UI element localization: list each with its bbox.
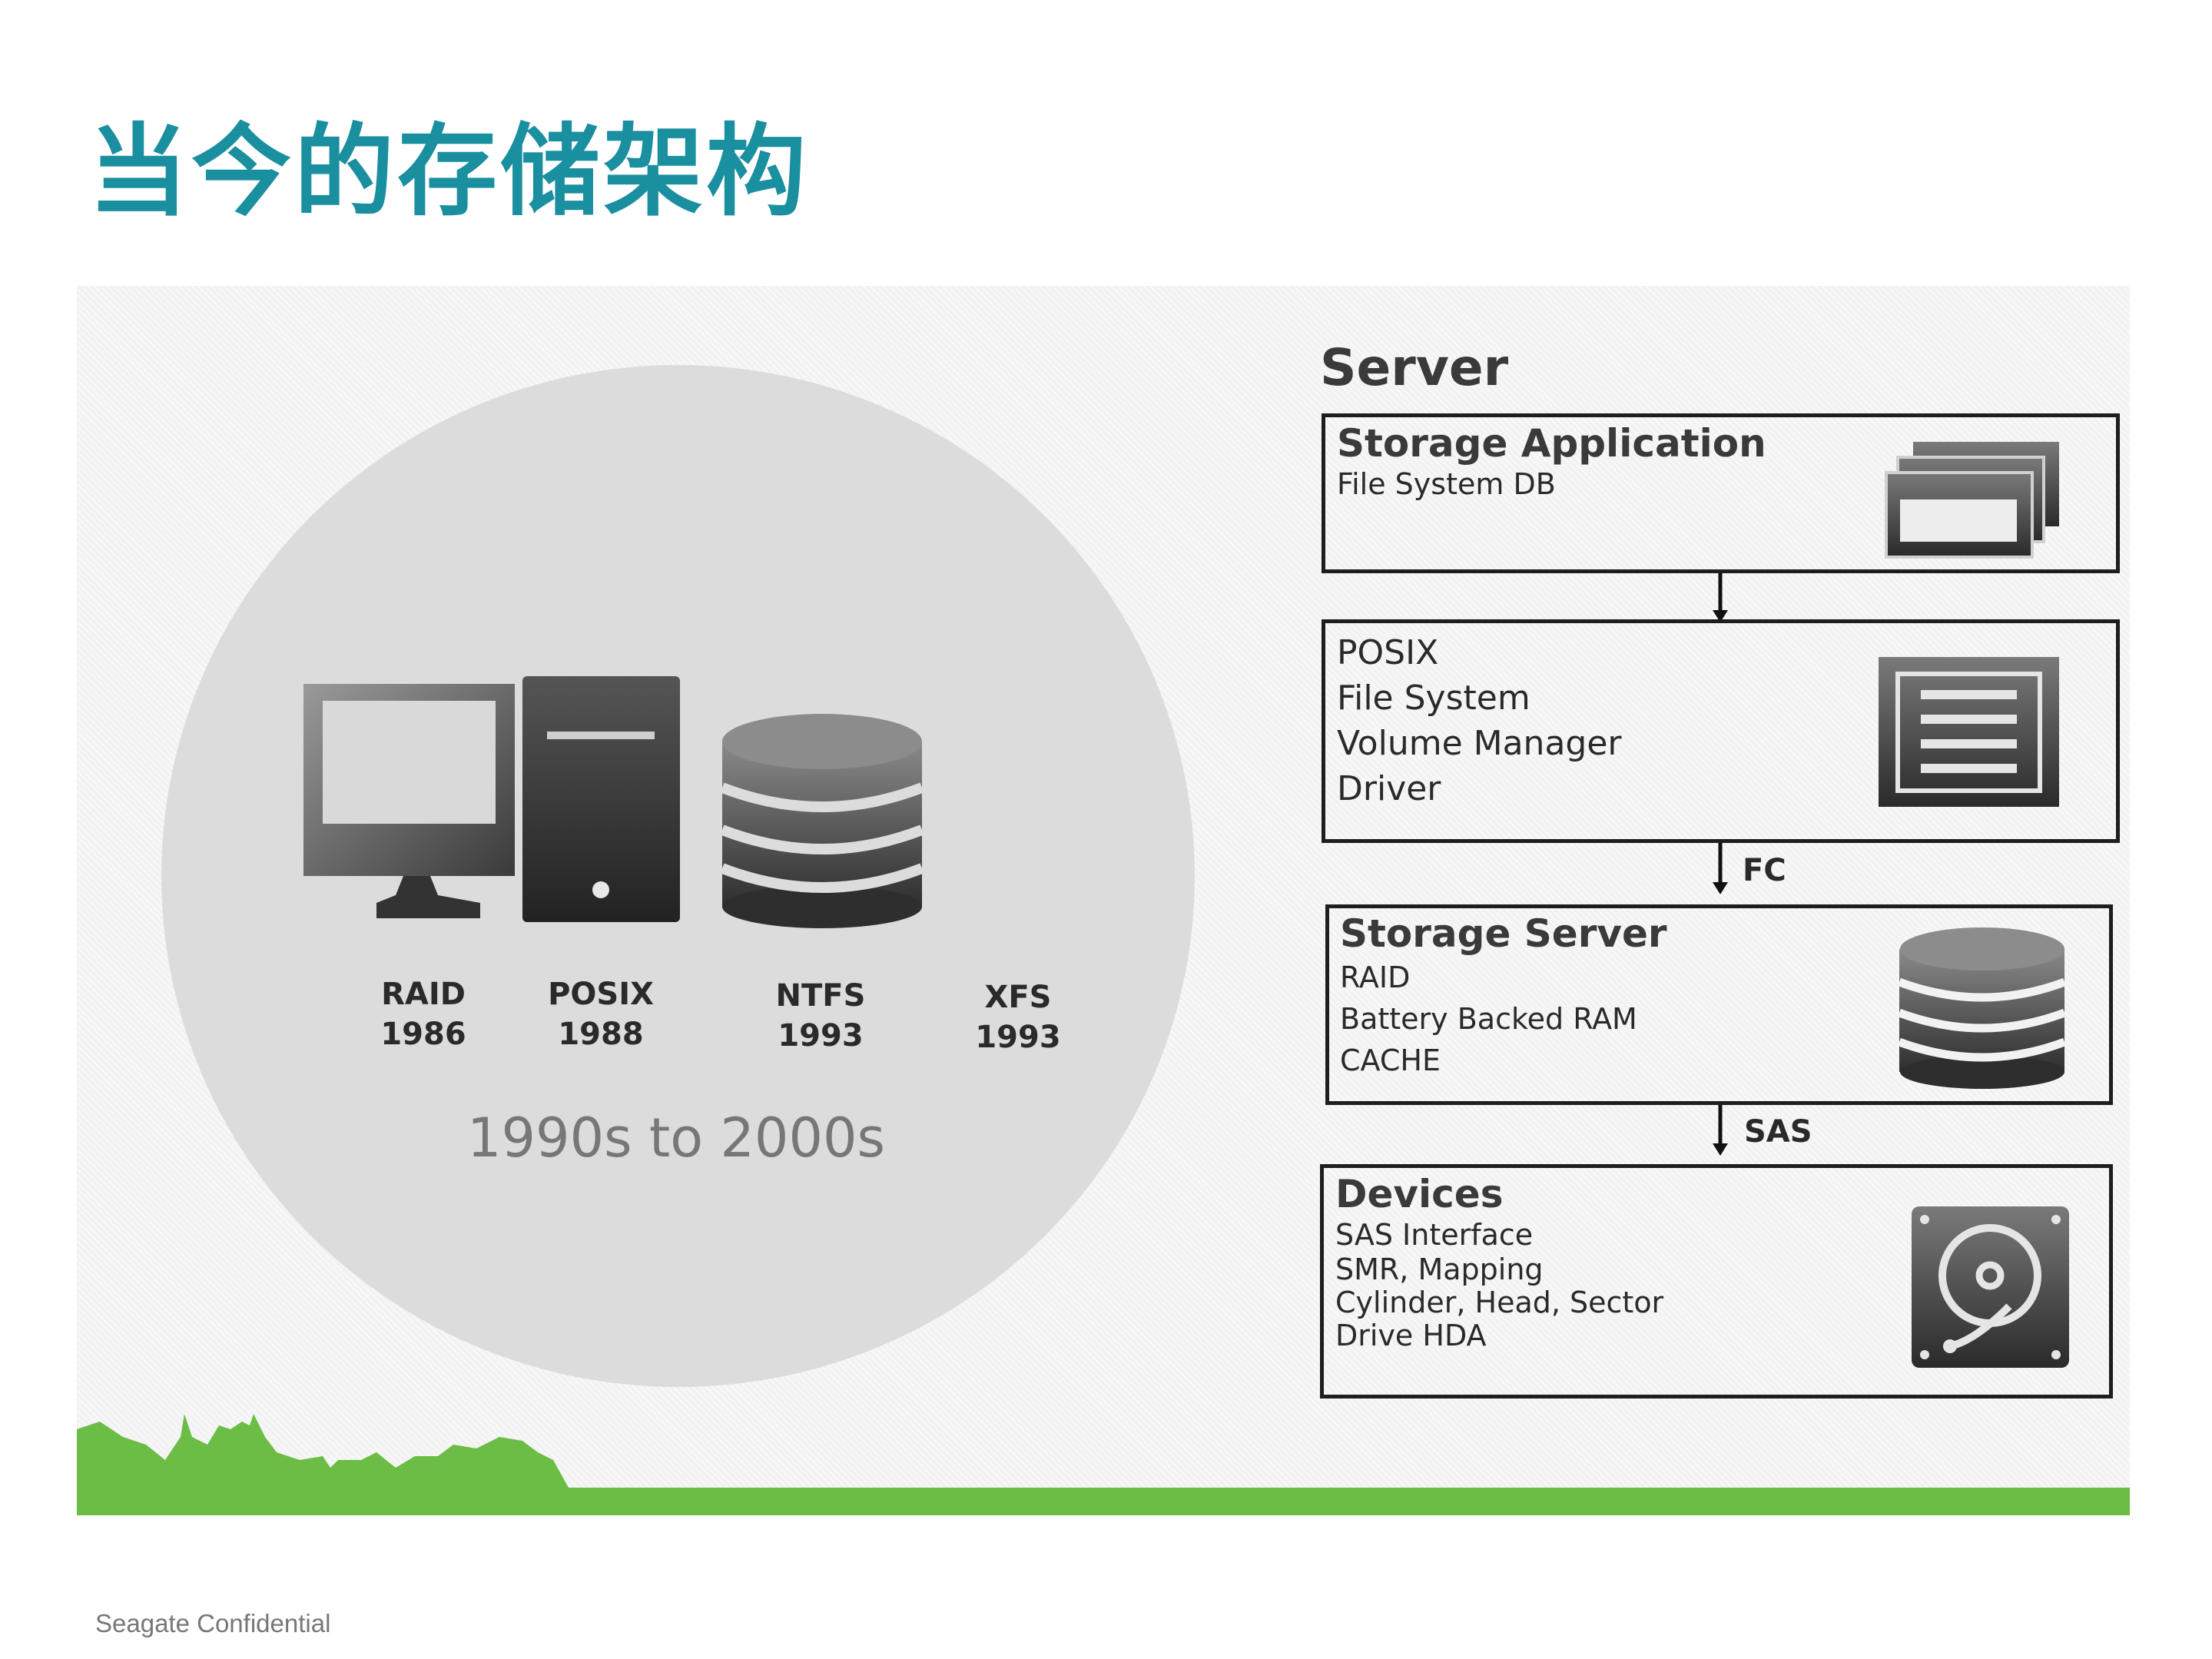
box-line: File System [1337,679,1530,718]
box-line: POSIX [1337,633,1439,672]
box-line: RAID [1340,961,1411,994]
connector-arrows [1713,573,1728,1156]
connector-label-fc: FC [1743,853,1786,888]
fs-year: 1986 [380,1017,466,1052]
cabinet-icon [1879,657,2059,807]
fs-label-raid: RAID 1986 [331,974,516,1054]
fs-year: 1993 [778,1018,864,1053]
box-title: Storage Server [1340,911,1667,956]
box-line: SMR, Mapping [1335,1253,1544,1286]
box-posix [1322,619,2120,843]
connector-label-sas: SAS [1744,1114,1812,1150]
fs-label-ntfs: NTFS 1993 [728,976,913,1056]
box-title: Devices [1335,1172,1504,1216]
box-line: Cylinder, Head, Sector [1335,1286,1664,1319]
monitor-icon [303,684,515,918]
database-icon [720,714,924,928]
era-label: 1990s to 2000s [466,1107,885,1170]
confidential-footer: Seagate Confidential [95,1609,331,1637]
fs-label-xfs: XFS 1993 [926,977,1110,1057]
server-heading: Server [1320,338,1509,397]
box-line: Driver [1337,769,1441,808]
fs-label-posix: POSIX 1988 [509,974,693,1054]
slide-title: 当今的存储架构 [88,113,810,230]
box-title: Storage Application [1337,421,1766,466]
fs-name: RAID [381,977,466,1012]
box-line: SAS Interface [1335,1218,1534,1252]
box-storage-server [1325,904,2113,1105]
skyline-decoration [77,1414,569,1488]
fs-year: 1993 [975,1020,1061,1055]
tower-icon [522,676,680,922]
fs-name: XFS [984,980,1052,1015]
storage-server-database-icon [1898,927,2066,1089]
hard-disk-icon [1912,1206,2069,1368]
box-line: File System DB [1337,467,1556,501]
box-line: CACHE [1340,1044,1441,1077]
box-line: Drive HDA [1335,1319,1487,1352]
box-storage-application [1322,413,2120,573]
footer-green-bar [77,1488,2130,1515]
box-line: Volume Manager [1337,724,1622,763]
fs-name: NTFS [775,978,866,1014]
box-line: Battery Backed RAM [1340,1002,1637,1036]
box-devices [1320,1164,2113,1399]
windows-icon [1885,442,2059,559]
fs-name: POSIX [548,977,654,1012]
fs-year: 1988 [558,1017,644,1052]
